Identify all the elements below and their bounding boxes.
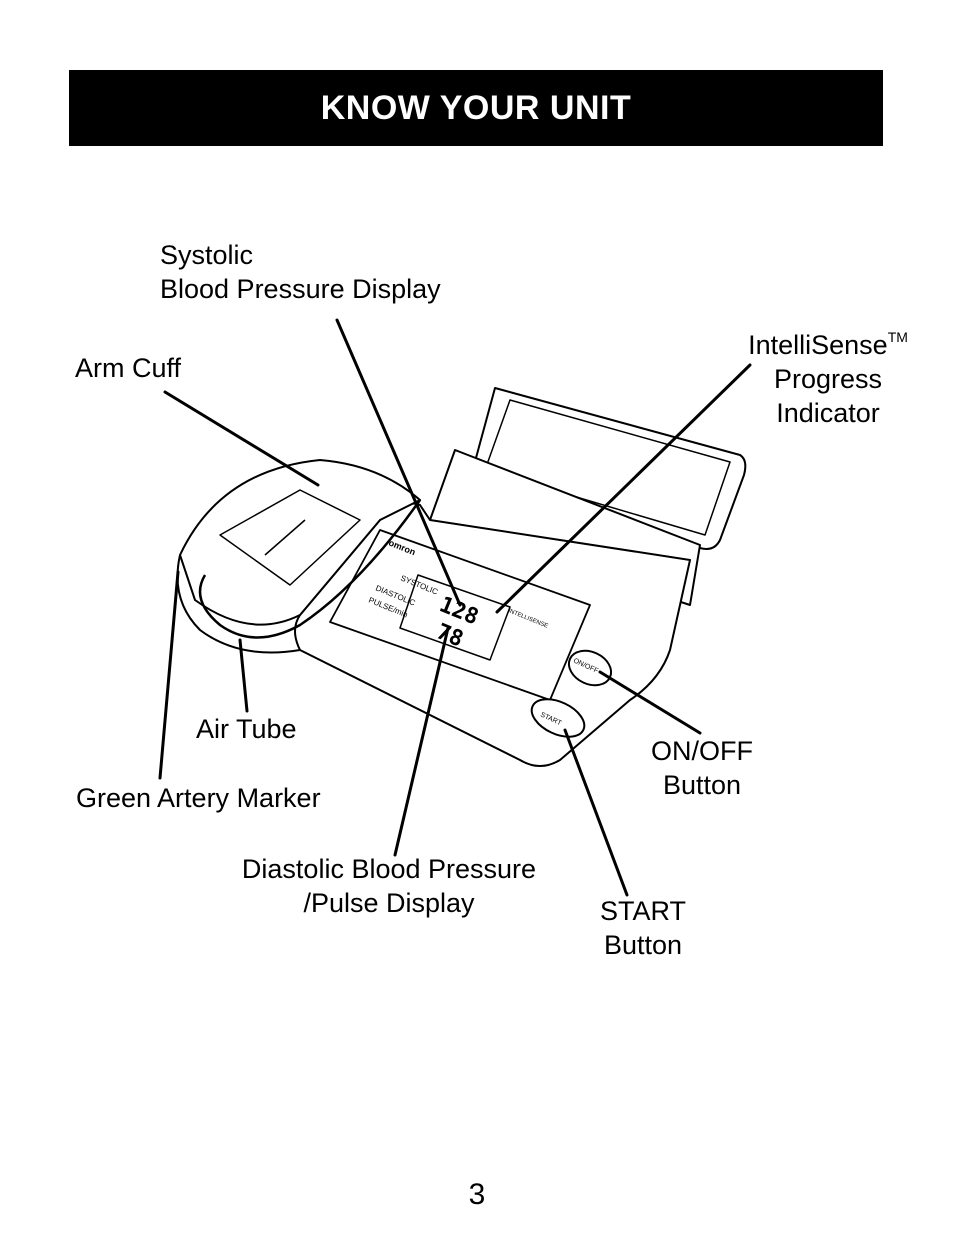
- leader-intellisense: [495, 363, 752, 614]
- leader-onoff: [598, 670, 702, 735]
- leader-arm-cuff: [163, 390, 320, 487]
- label-onoff-line1: ON/OFF: [651, 736, 753, 766]
- lid-inner-panel: [484, 399, 731, 536]
- label-arm-cuff-text: Arm Cuff: [75, 353, 182, 383]
- label-green-artery-marker-text: Green Artery Marker: [76, 783, 321, 813]
- label-air-tube-text: Air Tube: [196, 714, 297, 744]
- label-intellisense-line3: Indicator: [776, 398, 880, 428]
- cuff-artery-mark: [264, 519, 306, 556]
- label-air-tube: Air Tube: [196, 712, 297, 746]
- monitor-unit: [176, 387, 747, 767]
- label-diastolic-line2: /Pulse Display: [303, 888, 475, 918]
- label-intellisense-tm: TM: [887, 329, 908, 345]
- start-button: [530, 698, 586, 738]
- cuff-panel: [219, 489, 361, 586]
- leader-artery-marker: [158, 570, 180, 780]
- label-start-line2: Button: [603, 930, 683, 960]
- label-intellisense-line2: Progress: [773, 364, 883, 394]
- label-start-line1: START: [599, 896, 686, 926]
- air-tube: [198, 499, 422, 639]
- storage-lid: [469, 387, 747, 550]
- label-arm-cuff: Arm Cuff: [75, 351, 181, 385]
- page-title-text: KNOW YOUR UNIT: [320, 88, 632, 127]
- label-systolic-display: Systolic Blood Pressure Display: [160, 238, 441, 306]
- label-intellisense-line1: IntelliSenseTM: [743, 320, 913, 362]
- label-start-button: START Button: [578, 894, 708, 962]
- label-systolic-line1: Systolic: [160, 240, 254, 270]
- leader-start: [563, 728, 629, 897]
- leader-diastolic: [393, 626, 450, 857]
- label-green-artery-marker: Green Artery Marker: [76, 781, 321, 815]
- leader-systolic: [335, 318, 462, 607]
- label-intellisense-word: IntelliSense: [748, 330, 888, 360]
- lcd-screen: [399, 574, 511, 661]
- page-title: KNOW YOUR UNIT: [69, 70, 883, 146]
- label-onoff-button: ON/OFF Button: [632, 734, 772, 802]
- label-intellisense: IntelliSenseTM Progress Indicator: [743, 320, 913, 430]
- label-systolic-line2: Blood Pressure Display: [160, 274, 441, 304]
- label-diastolic-line1: Diastolic Blood Pressure: [241, 854, 537, 884]
- label-onoff-line2: Button: [662, 770, 742, 800]
- leader-air-tube: [238, 638, 249, 713]
- leader-lines: [158, 318, 752, 897]
- page-number: 3: [468, 1178, 486, 1211]
- label-diastolic-display: Diastolic Blood Pressure /Pulse Display: [229, 852, 549, 920]
